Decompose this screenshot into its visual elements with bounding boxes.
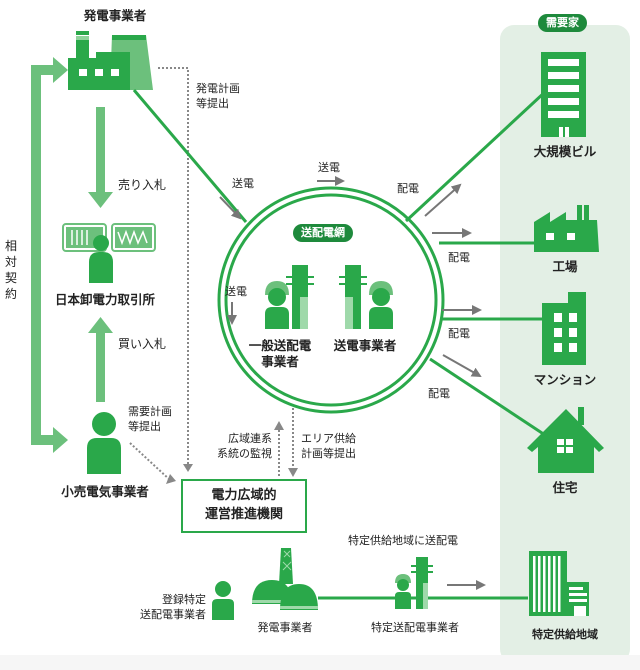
retailer-person-icon xyxy=(87,412,121,474)
generation-plan-line2: 等提出 xyxy=(196,97,229,110)
transmission-worker-icon xyxy=(369,281,393,329)
transmit-in-label: 送電 xyxy=(232,177,254,190)
transmission-pylon-icon xyxy=(339,265,367,329)
consumer-factory-icon xyxy=(534,205,599,252)
consumer-label-apartment: マンション xyxy=(533,372,597,387)
sell-bid-arrow xyxy=(88,107,113,208)
transmit-inner-label: 送電 xyxy=(225,285,247,298)
general-td-label-line1: 一般送配電 xyxy=(248,338,312,353)
buy-bid-arrow xyxy=(88,317,113,402)
specified-flow-label: 特定供給地域に送配電 xyxy=(348,534,458,547)
demand-plan-line1: 需要計画 xyxy=(128,405,172,418)
general-td-worker-icon xyxy=(265,281,289,329)
registered-operator-line1: 登録特定 xyxy=(162,593,206,606)
specified-area-label: 特定供給地域 xyxy=(532,628,598,641)
distribute-label-3: 配電 xyxy=(448,327,470,340)
buy-bid-label: 買い入札 xyxy=(118,337,167,351)
general-td-pylon-icon xyxy=(286,265,314,329)
power-plant-icon xyxy=(252,548,318,610)
demand-plan-dashed-line xyxy=(129,442,176,484)
area-supply-line1: エリア供給 xyxy=(301,432,356,445)
registered-operator-line2: 送配電事業者 xyxy=(140,608,206,621)
distribute-label-1: 配電 xyxy=(397,182,419,195)
office-building-icon xyxy=(541,52,586,137)
grid-badge: 送配電網 xyxy=(293,224,353,242)
exchange-screen-icon xyxy=(62,223,156,283)
transmission-line-generator xyxy=(132,89,248,223)
apartment-icon xyxy=(542,292,586,365)
occto-label-line2: 運営推進機関 xyxy=(204,507,283,522)
generator-factory-icon xyxy=(68,31,153,90)
distribute-label-2: 配電 xyxy=(448,251,470,264)
house-icon xyxy=(527,407,604,473)
registered-operator-person-icon xyxy=(212,581,234,620)
demand-plan-line2: 等提出 xyxy=(128,420,161,433)
specified-plant-label: 発電事業者 xyxy=(257,621,313,634)
consumer-label-house: 住宅 xyxy=(552,480,578,495)
exchange-label: 日本卸電力取引所 xyxy=(54,292,155,307)
consumer-label-factory: 工場 xyxy=(552,259,578,274)
consumer-label-building: 大規模ビル xyxy=(533,144,597,159)
relative-contract-label: 相対契約 xyxy=(4,239,17,301)
transmission-operator-label: 送電事業者 xyxy=(333,338,397,353)
specified-operator-label: 特定送配電事業者 xyxy=(371,621,459,634)
distribution-line-house xyxy=(429,357,546,437)
occto-label-line1: 電力広域的 xyxy=(211,488,277,503)
consumers-badge: 需要家 xyxy=(538,14,587,32)
flow-arrow-distribute-4 xyxy=(442,354,482,377)
grid-circle xyxy=(217,186,445,414)
general-td-label-line2: 事業者 xyxy=(261,354,299,369)
occto-box: 電力広域的 運営推進機関 xyxy=(181,479,307,533)
district-buildings-icon xyxy=(529,551,589,616)
wide-area-line1: 広域連系 xyxy=(228,432,272,445)
area-supply-line2: 計画等提出 xyxy=(301,447,356,460)
flow-arrow-transmit-in xyxy=(219,196,242,220)
distribute-label-4: 配電 xyxy=(428,387,450,400)
generation-plan-line1: 発電計画 xyxy=(196,82,240,95)
area-supply-dashed-line xyxy=(288,380,298,477)
generation-plan-dashed-line xyxy=(158,67,193,472)
flow-arrow-distribute-1 xyxy=(424,183,462,217)
distribution-line-building xyxy=(404,90,547,223)
generator-label: 発電事業者 xyxy=(83,8,147,23)
wide-area-line2: 系統の監視 xyxy=(217,447,272,460)
relative-contract-arrow xyxy=(31,57,68,453)
retailer-label: 小売電気事業者 xyxy=(61,484,149,499)
specified-operator-worker-icon xyxy=(395,557,433,609)
transmit-top-label: 送電 xyxy=(318,161,340,174)
wide-area-monitor-dashed-line xyxy=(274,421,284,476)
sell-bid-label: 売り入札 xyxy=(118,178,167,192)
bottom-band xyxy=(0,655,640,670)
